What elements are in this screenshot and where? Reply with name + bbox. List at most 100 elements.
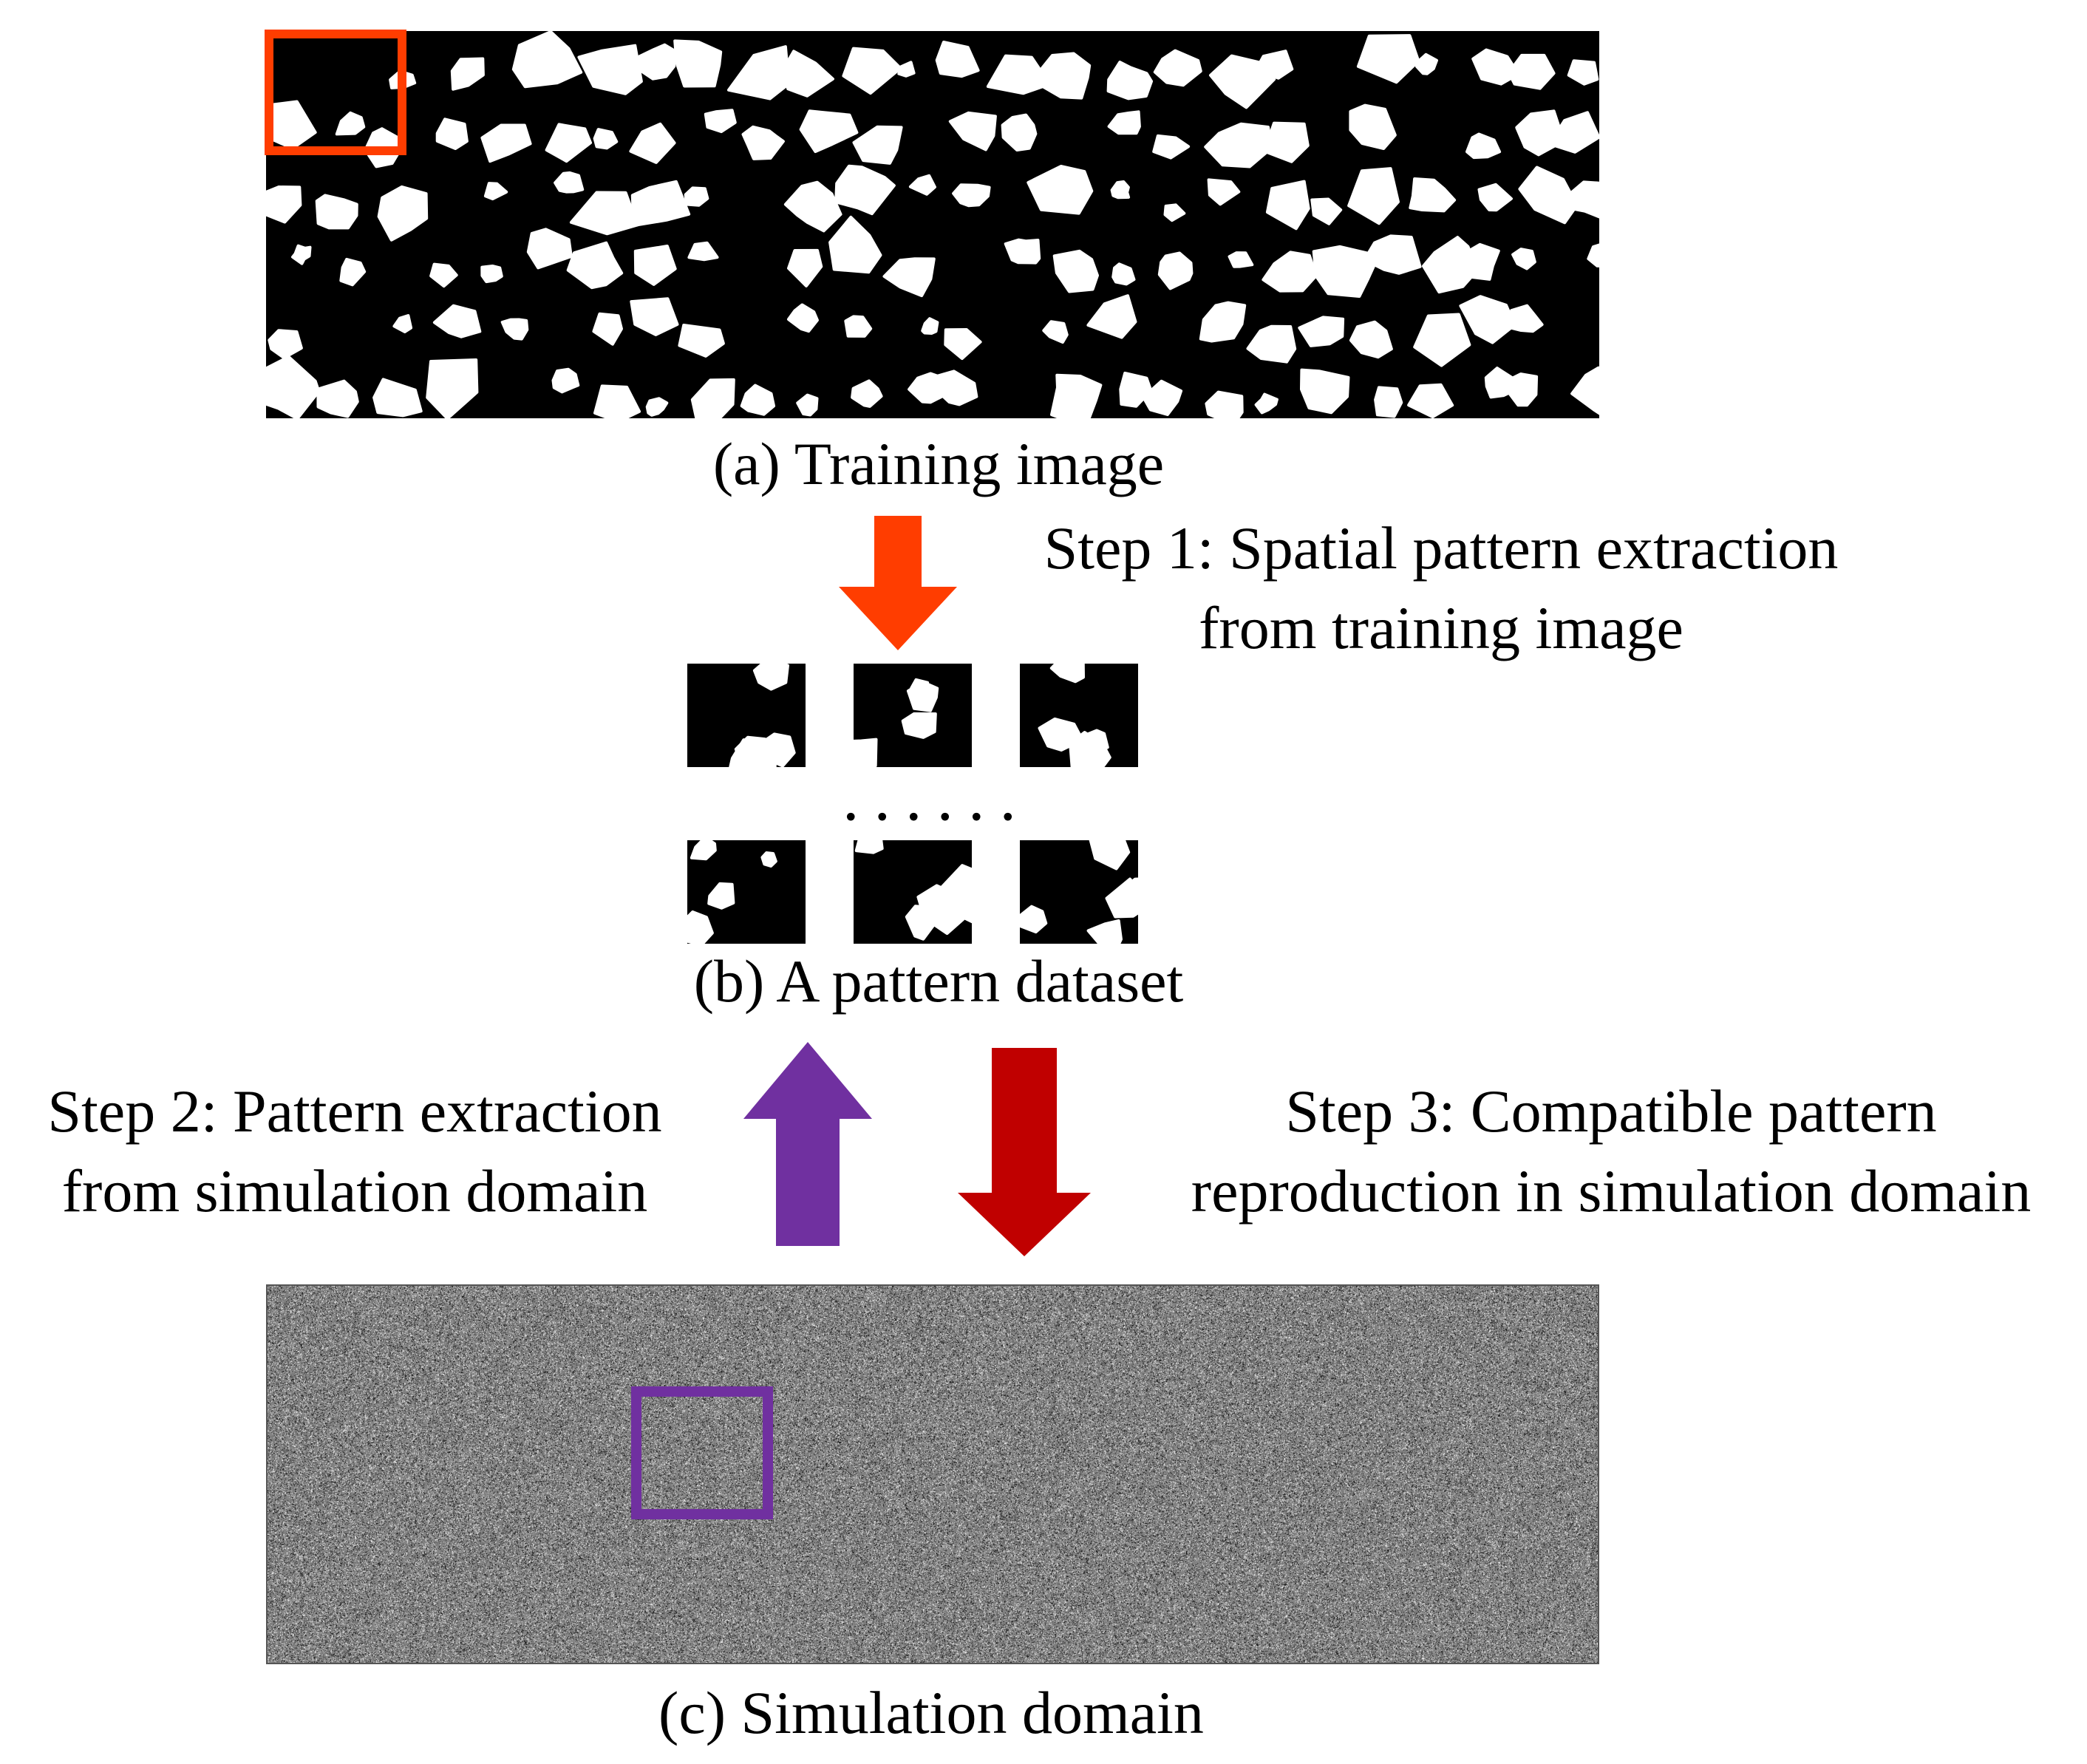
grain-103 <box>1199 301 1247 343</box>
grain-119 <box>796 393 819 417</box>
grain-112 <box>372 378 423 418</box>
grain-129 <box>1374 386 1403 418</box>
grain-86 <box>1422 236 1479 294</box>
grain-102 <box>1086 294 1137 339</box>
grain-59 <box>1207 178 1241 206</box>
training-highlight-box <box>265 30 406 155</box>
grain-26 <box>480 123 532 163</box>
grain-124 <box>1119 371 1153 408</box>
pattern-tile-6 <box>1020 840 1138 944</box>
grain-47 <box>483 182 508 201</box>
grain-123 <box>1050 373 1103 418</box>
grain-92 <box>432 304 482 338</box>
grain-82 <box>1228 251 1254 268</box>
training-image <box>266 31 1599 418</box>
grain-87 <box>1456 242 1500 281</box>
grain-21 <box>1567 59 1599 86</box>
simulation-highlight-box <box>631 1386 773 1519</box>
grain-107 <box>1413 313 1471 367</box>
grain-108 <box>1459 295 1516 344</box>
grain-98 <box>844 315 873 338</box>
step1-line2: from training image <box>1199 594 1683 661</box>
grain-57 <box>1110 180 1131 200</box>
grain-46 <box>377 185 429 242</box>
pattern-tile-4 <box>687 840 806 944</box>
dataset-ellipsis: ...... <box>842 761 1031 834</box>
grain-127 <box>1254 392 1279 415</box>
grain-71 <box>526 228 573 270</box>
grain-126 <box>1205 390 1244 418</box>
caption-simulation-domain: (c) Simulation domain <box>658 1679 1204 1746</box>
step2-line1: Step 2: Pattern extraction <box>47 1077 662 1145</box>
caption-pattern-dataset: (b) A pattern dataset <box>693 947 1184 1015</box>
grain-7 <box>781 50 834 98</box>
grain-75 <box>787 248 823 287</box>
grain-83 <box>1262 251 1318 293</box>
grain-80 <box>1111 262 1136 286</box>
grain-104 <box>1246 324 1297 364</box>
grain-3 <box>577 44 643 95</box>
grain-79 <box>1052 249 1099 293</box>
step2-text: Step 2: Pattern extraction from simulati… <box>15 1072 695 1231</box>
grain-100 <box>944 328 982 361</box>
grain-97 <box>787 303 819 333</box>
grain-38 <box>1204 122 1274 168</box>
grain-105 <box>1298 316 1345 347</box>
grain-78 <box>1004 238 1041 265</box>
grain-117 <box>690 378 735 418</box>
grain-63 <box>1409 177 1457 213</box>
pattern-tile-1 <box>687 664 806 767</box>
grain-94 <box>592 312 623 346</box>
grain-8 <box>842 47 902 95</box>
grain-31 <box>741 125 785 160</box>
grain-32 <box>799 109 859 154</box>
grain-62 <box>1347 167 1400 225</box>
grain-93 <box>500 318 529 341</box>
grain-34 <box>948 111 997 151</box>
simulation-noise-canvas <box>268 1286 1598 1663</box>
grain-65 <box>1518 166 1579 225</box>
grain-41 <box>1465 132 1502 160</box>
grain-60 <box>1265 180 1310 231</box>
grain-22 <box>266 100 317 150</box>
training-image-canvas <box>266 31 1599 418</box>
grain-54 <box>908 174 936 196</box>
grain-115 <box>593 384 641 418</box>
grain-51 <box>684 186 709 207</box>
grain-13 <box>1106 61 1154 101</box>
grain-120 <box>851 379 883 408</box>
grain-17 <box>1356 34 1420 84</box>
step1-arrow <box>839 516 957 650</box>
grain-122 <box>936 370 978 406</box>
grain-27 <box>545 123 593 163</box>
grain-88 <box>1511 248 1536 270</box>
grain-95 <box>630 297 679 336</box>
step3-text: Step 3: Compatible pattern reproduction … <box>1145 1072 2077 1231</box>
grain-114 <box>551 367 580 394</box>
grain-110 <box>266 355 321 418</box>
step3-line2: reproduction in simulation domain <box>1191 1157 2032 1225</box>
simulation-domain <box>266 1284 1599 1664</box>
grain-109 <box>1508 304 1544 333</box>
grain-99 <box>921 317 939 335</box>
grain-10 <box>935 41 980 78</box>
grain-16 <box>1254 50 1294 80</box>
step1-line1: Step 1: Spatial pattern extraction <box>1044 514 1839 582</box>
grain-113 <box>426 358 479 418</box>
grain-85 <box>1363 234 1422 275</box>
grain-106 <box>1349 320 1393 359</box>
grain-64 <box>1477 183 1513 212</box>
grain-53 <box>834 164 896 216</box>
grain-73 <box>633 245 677 286</box>
grain-131 <box>1484 367 1516 399</box>
grain-49 <box>569 191 639 236</box>
grain-55 <box>952 183 991 208</box>
grain-76 <box>828 215 882 274</box>
grain-33 <box>852 125 903 165</box>
grain-125 <box>1143 379 1183 416</box>
step3-line1: Step 3: Compatible pattern <box>1285 1077 1937 1145</box>
grain-19 <box>1471 48 1520 86</box>
grain-20 <box>1507 53 1556 90</box>
grain-68 <box>339 257 367 287</box>
grain-91 <box>392 314 413 333</box>
